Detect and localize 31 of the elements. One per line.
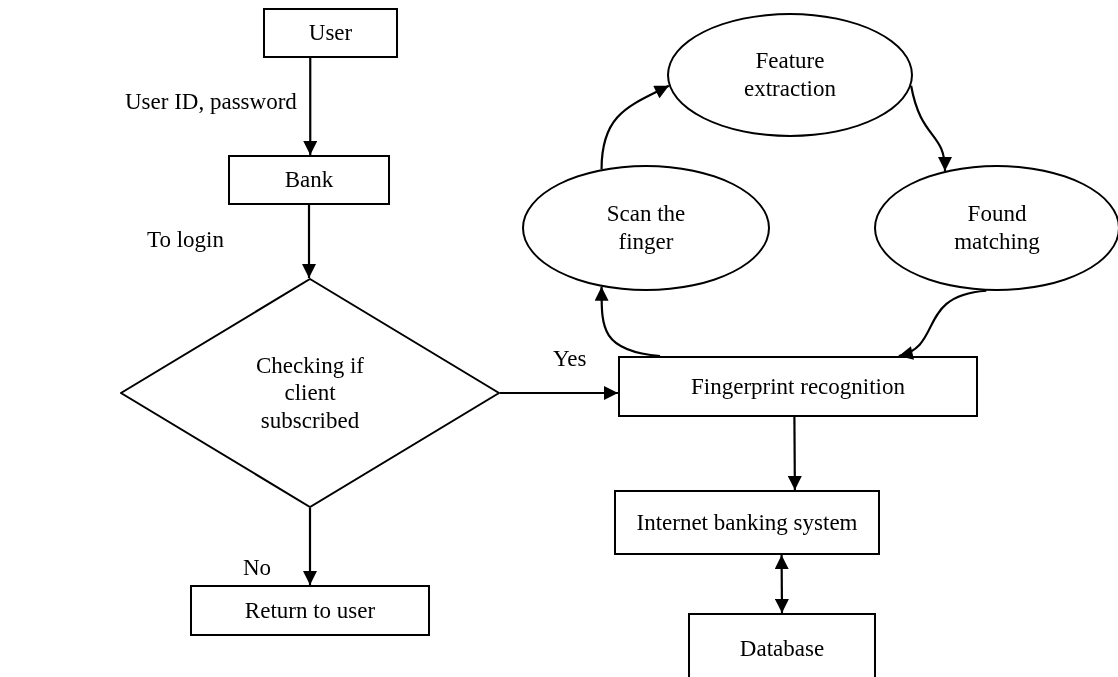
node-label: Scan the finger — [605, 200, 687, 256]
node-label: Bank — [284, 166, 334, 194]
edge-label: To login — [147, 228, 224, 251]
node-label: Feature extraction — [743, 47, 837, 103]
process-box — [263, 8, 398, 58]
arrow — [787, 417, 802, 490]
arrow — [500, 386, 618, 400]
edge-label: Yes — [553, 347, 587, 370]
edge-label: User ID, password — [125, 90, 297, 113]
node-label: Internet banking system — [636, 508, 858, 537]
process-box — [618, 356, 978, 417]
arrow — [600, 84, 670, 170]
process-box — [688, 613, 876, 677]
node-label: Database — [739, 635, 825, 663]
process-box — [228, 155, 390, 205]
node-label: Checking if client subscribed — [255, 351, 365, 435]
node-label: User — [308, 19, 353, 47]
arrow — [303, 508, 317, 585]
arrow — [774, 555, 789, 613]
arrow — [910, 85, 952, 171]
arrow — [898, 289, 987, 359]
node-label: Found matching — [953, 200, 1041, 256]
decision-diamond — [120, 278, 500, 508]
edge-label: No — [243, 556, 272, 579]
arrow — [302, 205, 316, 278]
node-label: Fingerprint recognition — [691, 372, 905, 401]
process-box — [614, 490, 880, 555]
process-box — [190, 585, 430, 636]
arrow — [594, 286, 661, 358]
arrow — [303, 58, 318, 155]
node-label: Return to user — [244, 596, 376, 625]
